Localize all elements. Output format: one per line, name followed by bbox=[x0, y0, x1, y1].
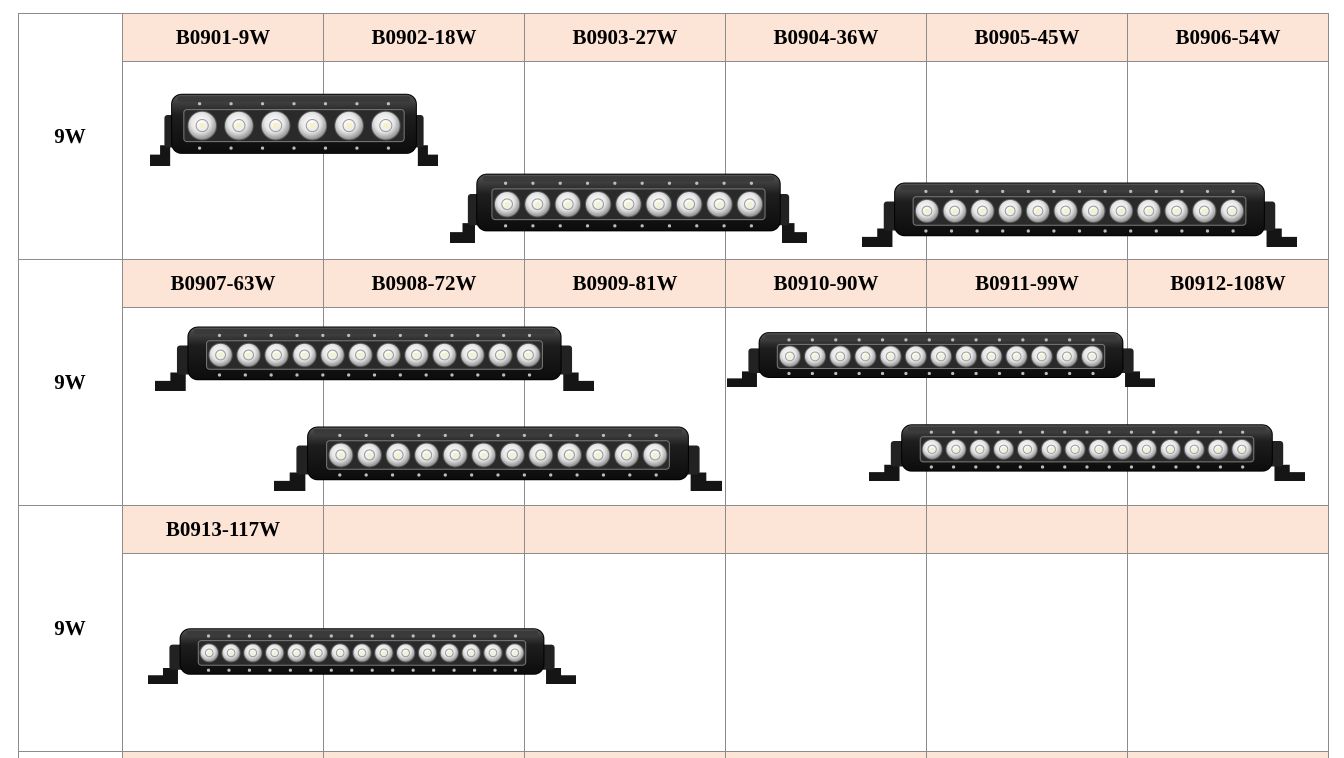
led-light-bar-icon bbox=[727, 332, 1155, 387]
grid-line bbox=[123, 61, 1329, 62]
model-label: B0901-9W bbox=[175, 25, 271, 49]
led-light-bar-icon bbox=[450, 173, 807, 243]
row-wattage-label: 9W bbox=[54, 616, 86, 640]
model-label: B0902-18W bbox=[371, 25, 477, 49]
led-light-bar-icon bbox=[148, 628, 576, 684]
led-light-bar-icon bbox=[869, 424, 1305, 481]
grid-line bbox=[18, 13, 1329, 14]
model-label: B0909-81W bbox=[572, 271, 678, 295]
grid-line bbox=[123, 307, 1329, 308]
grid-line bbox=[18, 13, 19, 758]
header-cell-r3c5 bbox=[927, 506, 1127, 553]
model-label: B0903-27W bbox=[572, 25, 678, 49]
header-cell-r2c3: B0909-81W bbox=[525, 260, 725, 307]
header-cell-r3c3 bbox=[525, 506, 725, 553]
model-label: B0904-36W bbox=[773, 25, 879, 49]
led-light-bar-icon bbox=[862, 182, 1297, 247]
header-cell-r1c4: B0904-36W bbox=[726, 14, 926, 61]
header-cell-r2c6: B0912-108W bbox=[1128, 260, 1328, 307]
led-light-bar-icon bbox=[150, 93, 438, 166]
row-wattage-label: 9W bbox=[54, 124, 86, 148]
header-cell-r3c1: B0913-117W bbox=[123, 506, 323, 553]
grid-line bbox=[926, 13, 927, 758]
grid-line bbox=[725, 13, 726, 758]
header-cell-r3c6 bbox=[1128, 506, 1328, 553]
grid-line bbox=[18, 751, 1329, 752]
header-cell-r2c2: B0908-72W bbox=[324, 260, 524, 307]
header-cell-r3c2 bbox=[324, 506, 524, 553]
header-cell-r2c1: B0907-63W bbox=[123, 260, 323, 307]
model-label: B0906-54W bbox=[1175, 25, 1281, 49]
grid-line bbox=[323, 13, 324, 758]
row-label-3: 9W bbox=[18, 506, 122, 751]
grid-line bbox=[122, 13, 123, 758]
led-light-bar-icon bbox=[274, 426, 722, 491]
row-label-2: 9W bbox=[18, 260, 122, 505]
header-cell-r1c6: B0906-54W bbox=[1128, 14, 1328, 61]
led-light-bar-icon bbox=[155, 326, 594, 391]
row-wattage-label: 9W bbox=[54, 370, 86, 394]
header-cell-r1c1: B0901-9W bbox=[123, 14, 323, 61]
header-cell-r1c5: B0905-45W bbox=[927, 14, 1127, 61]
grid-line bbox=[1328, 13, 1329, 758]
grid-line bbox=[18, 505, 1329, 506]
model-label: B0912-108W bbox=[1170, 271, 1286, 295]
grid-line bbox=[524, 13, 525, 758]
header-cell-r3c4 bbox=[726, 506, 926, 553]
row-label-1: 9W bbox=[18, 14, 122, 259]
header-cell-r1c3: B0903-27W bbox=[525, 14, 725, 61]
model-label: B0913-117W bbox=[165, 517, 281, 541]
model-label: B0907-63W bbox=[170, 271, 276, 295]
header-cell-r1c2: B0902-18W bbox=[324, 14, 524, 61]
model-label: B0908-72W bbox=[371, 271, 477, 295]
model-label: B0910-90W bbox=[773, 271, 879, 295]
grid-line bbox=[18, 259, 1329, 260]
model-label: B0911-99W bbox=[975, 271, 1079, 295]
model-label: B0905-45W bbox=[974, 25, 1080, 49]
header-cell-r2c5: B0911-99W bbox=[927, 260, 1127, 307]
grid-line bbox=[123, 553, 1329, 554]
header-cell-r2c4: B0910-90W bbox=[726, 260, 926, 307]
